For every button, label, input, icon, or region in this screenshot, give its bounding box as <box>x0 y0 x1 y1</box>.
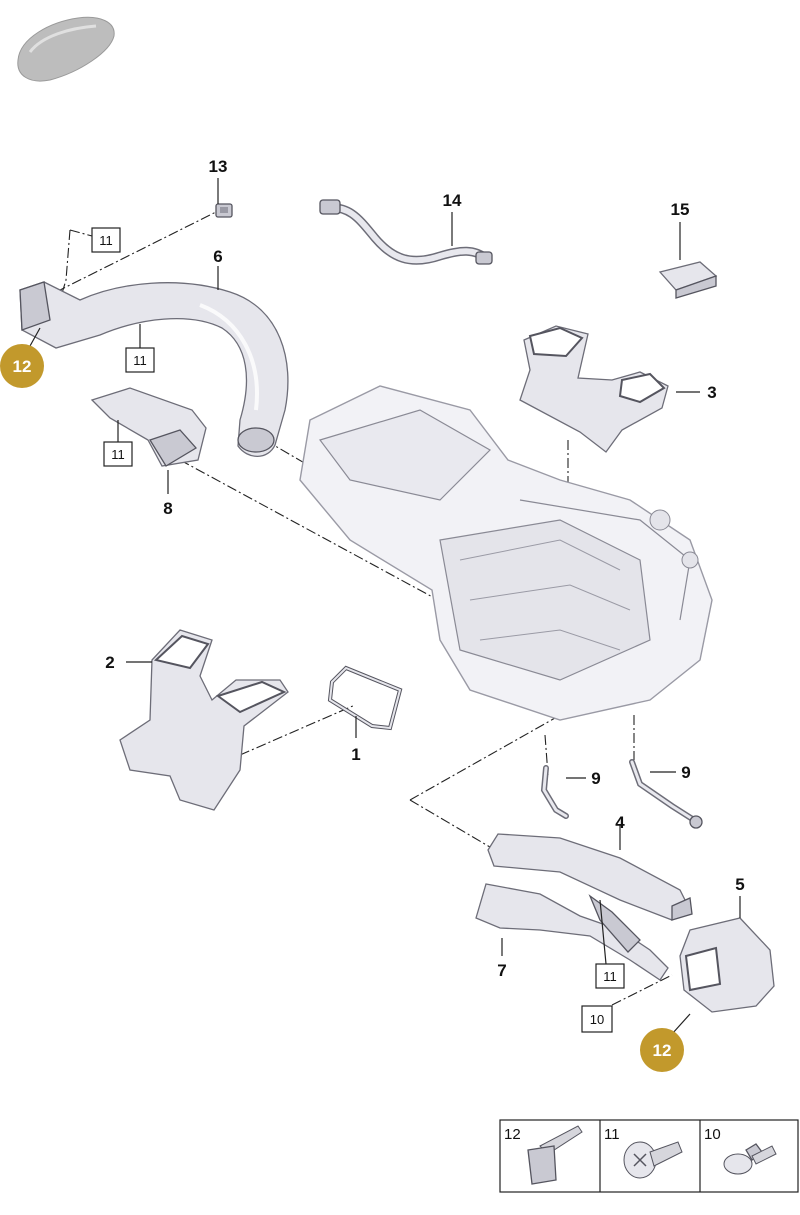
callout-8: 8 <box>163 499 172 518</box>
boxed-ref-label: 11 <box>111 447 125 462</box>
boxed-ref-label: 11 <box>99 233 113 248</box>
callout-9-left: 9 <box>591 769 600 788</box>
bolt-washer-icon <box>723 1143 777 1175</box>
boxed-ref-label: 10 <box>590 1012 604 1027</box>
screw-icon <box>623 1141 683 1179</box>
callout-5: 5 <box>735 875 744 894</box>
badge-label: 12 <box>13 357 32 376</box>
leader-lines <box>29 178 741 1035</box>
part-4-duct <box>487 833 693 921</box>
part-15-sensor <box>658 261 718 299</box>
hvac-unit <box>299 385 713 721</box>
callout-labels: 13 14 15 6 3 8 2 1 9 9 4 5 7 <box>105 157 744 980</box>
boxed-ref-11-duct: 11 <box>125 347 155 373</box>
part-1-gasket <box>327 665 403 731</box>
part-13-clip <box>215 203 233 218</box>
part-5-duct <box>679 917 775 1013</box>
part-14-hose <box>319 199 493 265</box>
legend-number: 10 <box>704 1126 721 1143</box>
callout-2: 2 <box>105 653 114 672</box>
badge-12-bottom: 12 <box>640 1028 684 1072</box>
callout-15: 15 <box>671 200 690 219</box>
callout-14: 14 <box>443 191 462 210</box>
vehicle-thumbnail-icon <box>17 16 115 82</box>
legend-table: 12 11 10 <box>499 1119 799 1193</box>
boxed-ref-11-left: 11 <box>103 441 133 467</box>
part-2-duct <box>119 629 289 811</box>
boxed-ref-11-top: 11 <box>91 227 121 253</box>
legend-item-11: 11 <box>604 1126 683 1179</box>
part-8-duct <box>90 387 207 467</box>
callout-13: 13 <box>209 157 228 176</box>
part-7-duct <box>475 883 669 981</box>
boxed-ref-label: 11 <box>603 969 617 984</box>
boxed-ref-11-bottom: 11 <box>595 963 625 989</box>
legend-number: 12 <box>504 1126 521 1143</box>
legend-number: 11 <box>604 1126 620 1143</box>
boxed-ref-label: 11 <box>133 353 147 368</box>
clip-icon <box>527 1125 583 1185</box>
callout-4: 4 <box>615 813 625 832</box>
badge-12-top: 12 <box>0 344 44 388</box>
part-3-duct <box>519 325 669 453</box>
part-6-duct <box>19 281 289 458</box>
callout-9-right: 9 <box>681 763 690 782</box>
boxed-ref-10: 10 <box>581 1005 613 1033</box>
callout-1: 1 <box>351 745 360 764</box>
legend-item-10: 10 <box>704 1126 777 1175</box>
legend-item-12: 12 <box>504 1125 583 1185</box>
callout-3: 3 <box>707 383 716 402</box>
badge-label: 12 <box>653 1041 672 1060</box>
callout-6: 6 <box>213 247 222 266</box>
callout-7: 7 <box>497 961 506 980</box>
part-9-pipe-left <box>540 765 569 819</box>
part-9-pipe-right <box>629 759 703 829</box>
